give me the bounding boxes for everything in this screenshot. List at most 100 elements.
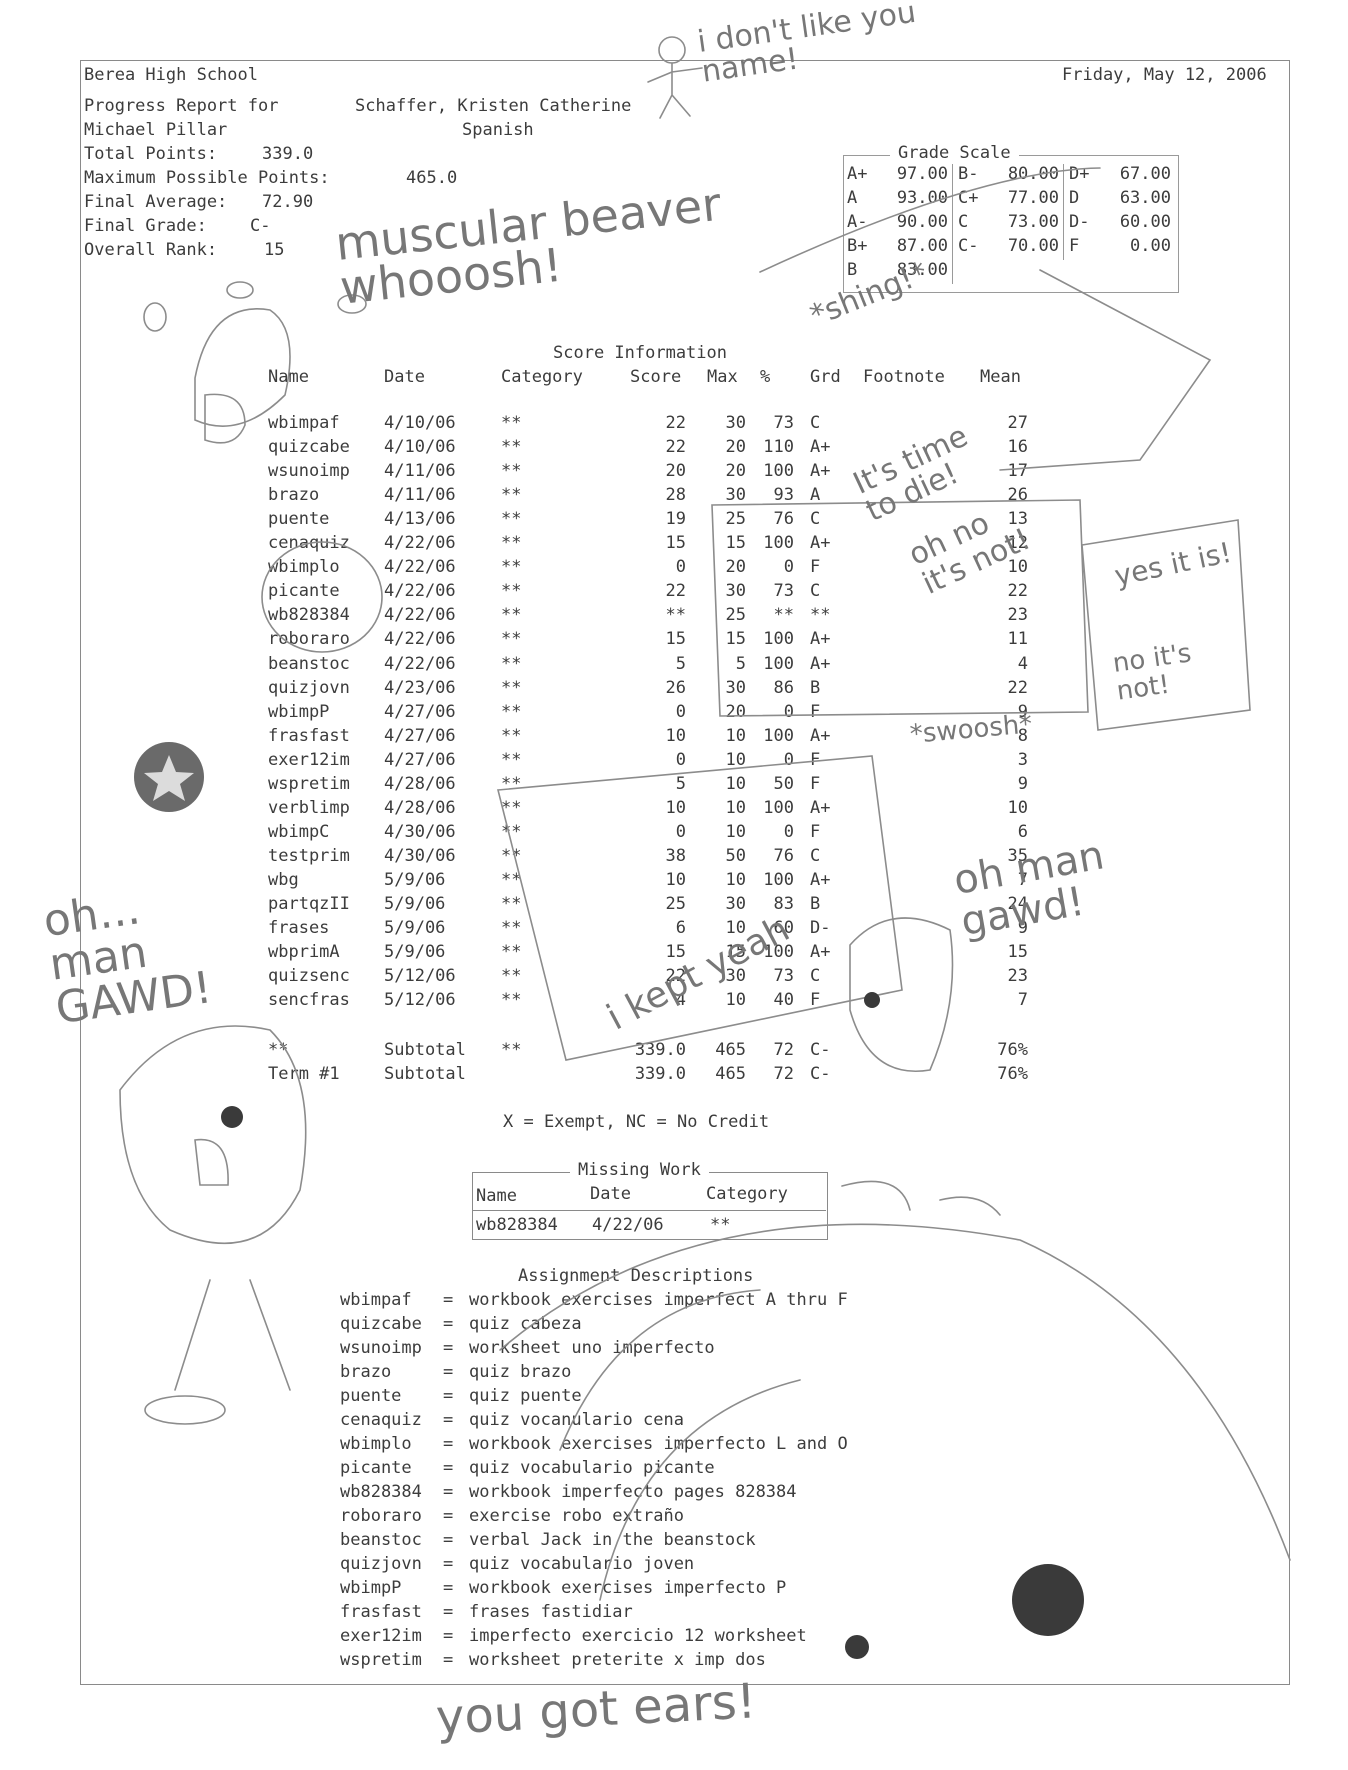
cell-name: verblimp — [268, 798, 350, 818]
cell-score: 6 — [675, 918, 686, 938]
description-code: quizjovn — [340, 1554, 422, 1574]
cell-score: 5 — [675, 774, 686, 794]
report-frame — [80, 60, 1290, 1685]
description-text: workbook exercises imperfecto P — [469, 1578, 787, 1598]
cell-cat: ** — [501, 461, 522, 481]
cell-score: 10 — [665, 798, 686, 818]
grade-scale-title: Grade Scale — [890, 143, 1019, 163]
cell-max: 10 — [725, 774, 746, 794]
cell-grd: F — [810, 750, 821, 770]
cell-score: 15 — [665, 942, 686, 962]
cell-pct: 93 — [773, 485, 794, 505]
description-text: quiz cabeza — [469, 1314, 582, 1334]
col-mean: Mean — [980, 367, 1021, 387]
description-equals: = — [443, 1554, 454, 1574]
cell-grd: A+ — [810, 870, 831, 890]
cell-max: 10 — [725, 990, 746, 1010]
cell-cat: ** — [501, 581, 522, 601]
grade-scale-cell: C-70.00 — [954, 236, 1064, 260]
cell-date: 4/27/06 — [384, 726, 456, 746]
description-code: brazo — [340, 1362, 392, 1382]
cell-grd: B — [810, 678, 821, 698]
cell-max: 10 — [725, 918, 746, 938]
cell-pct: 110 — [763, 437, 794, 457]
cell-date: Subtotal — [384, 1040, 466, 1060]
cell-cat: ** — [501, 557, 522, 577]
cell-grd: A+ — [810, 533, 831, 553]
char-bottom-left-legs — [174, 1279, 291, 1391]
description-code: wbimpP — [340, 1578, 402, 1598]
cell-grd: B — [810, 894, 821, 914]
cell-cat: ** — [501, 654, 522, 674]
cell-max: 30 — [725, 581, 746, 601]
cell-date: 4/22/06 — [384, 629, 456, 649]
progress-label: Progress Report for — [84, 96, 279, 116]
missing-col-category: Category — [706, 1184, 788, 1204]
grade-scale-cell: B+87.00 — [843, 236, 953, 260]
cell-grd: C — [810, 509, 821, 529]
note-oh-man-gawd-left: oh... man GAWD! — [40, 883, 215, 1035]
description-equals: = — [443, 1626, 454, 1646]
cell-cat: ** — [501, 942, 522, 962]
cell-pct: 100 — [763, 726, 794, 746]
cell-max: 10 — [725, 870, 746, 890]
missing-row-name: wb828384 — [476, 1215, 558, 1235]
rank-value: 15 — [264, 240, 285, 260]
cell-max: 10 — [725, 822, 746, 842]
cell-pct: 73 — [773, 581, 794, 601]
subject-name: Spanish — [462, 120, 534, 140]
grade-scale-cell: D-60.00 — [1065, 212, 1175, 236]
cell-mean: 3 — [1017, 750, 1028, 770]
cell-max: 20 — [725, 557, 746, 577]
grade-cutoff: 77.00 — [1007, 188, 1059, 208]
cell-date: 4/22/06 — [384, 654, 456, 674]
missing-work-divider — [472, 1210, 826, 1211]
cell-cat: ** — [501, 437, 522, 457]
cell-mean: 6 — [1017, 822, 1028, 842]
eye-right-char — [864, 992, 880, 1008]
char-bottom-left-hair — [119, 1025, 307, 1245]
cell-max: 465 — [715, 1064, 746, 1084]
panel-scream — [496, 755, 903, 1061]
max-points-label: Maximum Possible Points: — [84, 168, 330, 188]
cell-grd: F — [810, 557, 821, 577]
cell-name: frases — [268, 918, 330, 938]
cell-date: 4/11/06 — [384, 461, 456, 481]
cell-score: 38 — [665, 846, 686, 866]
cell-max: 20 — [725, 461, 746, 481]
cell-max: 15 — [725, 629, 746, 649]
col-date: Date — [384, 367, 425, 387]
description-text: workbook imperfecto pages 828384 — [469, 1482, 797, 1502]
cell-name: wbimpaf — [268, 413, 340, 433]
cell-grd: A+ — [810, 942, 831, 962]
cell-grd: C — [810, 413, 821, 433]
cell-max: 30 — [725, 678, 746, 698]
cell-pct: 76 — [773, 846, 794, 866]
cell-name: wbprimA — [268, 942, 340, 962]
grade-letter: A — [847, 188, 858, 208]
cell-score: 0 — [675, 750, 686, 770]
cell-mean: 16 — [1007, 437, 1028, 457]
cell-mean: 9 — [1017, 918, 1028, 938]
cell-pct: 100 — [763, 654, 794, 674]
bubble-3 — [226, 281, 254, 299]
col-footnote: Footnote — [863, 367, 945, 387]
cell-cat: ** — [501, 990, 522, 1010]
grade-letter: B — [847, 260, 858, 280]
description-code: wb828384 — [340, 1482, 422, 1502]
grade-cutoff: 63.00 — [1119, 188, 1171, 208]
missing-row-category: ** — [710, 1215, 731, 1235]
description-equals: = — [443, 1602, 454, 1622]
cell-pct: 0 — [783, 702, 794, 722]
cell-name: wb828384 — [268, 605, 350, 625]
stick-figure-body — [647, 62, 703, 119]
cell-max: 20 — [725, 437, 746, 457]
cell-pct: 0 — [783, 822, 794, 842]
